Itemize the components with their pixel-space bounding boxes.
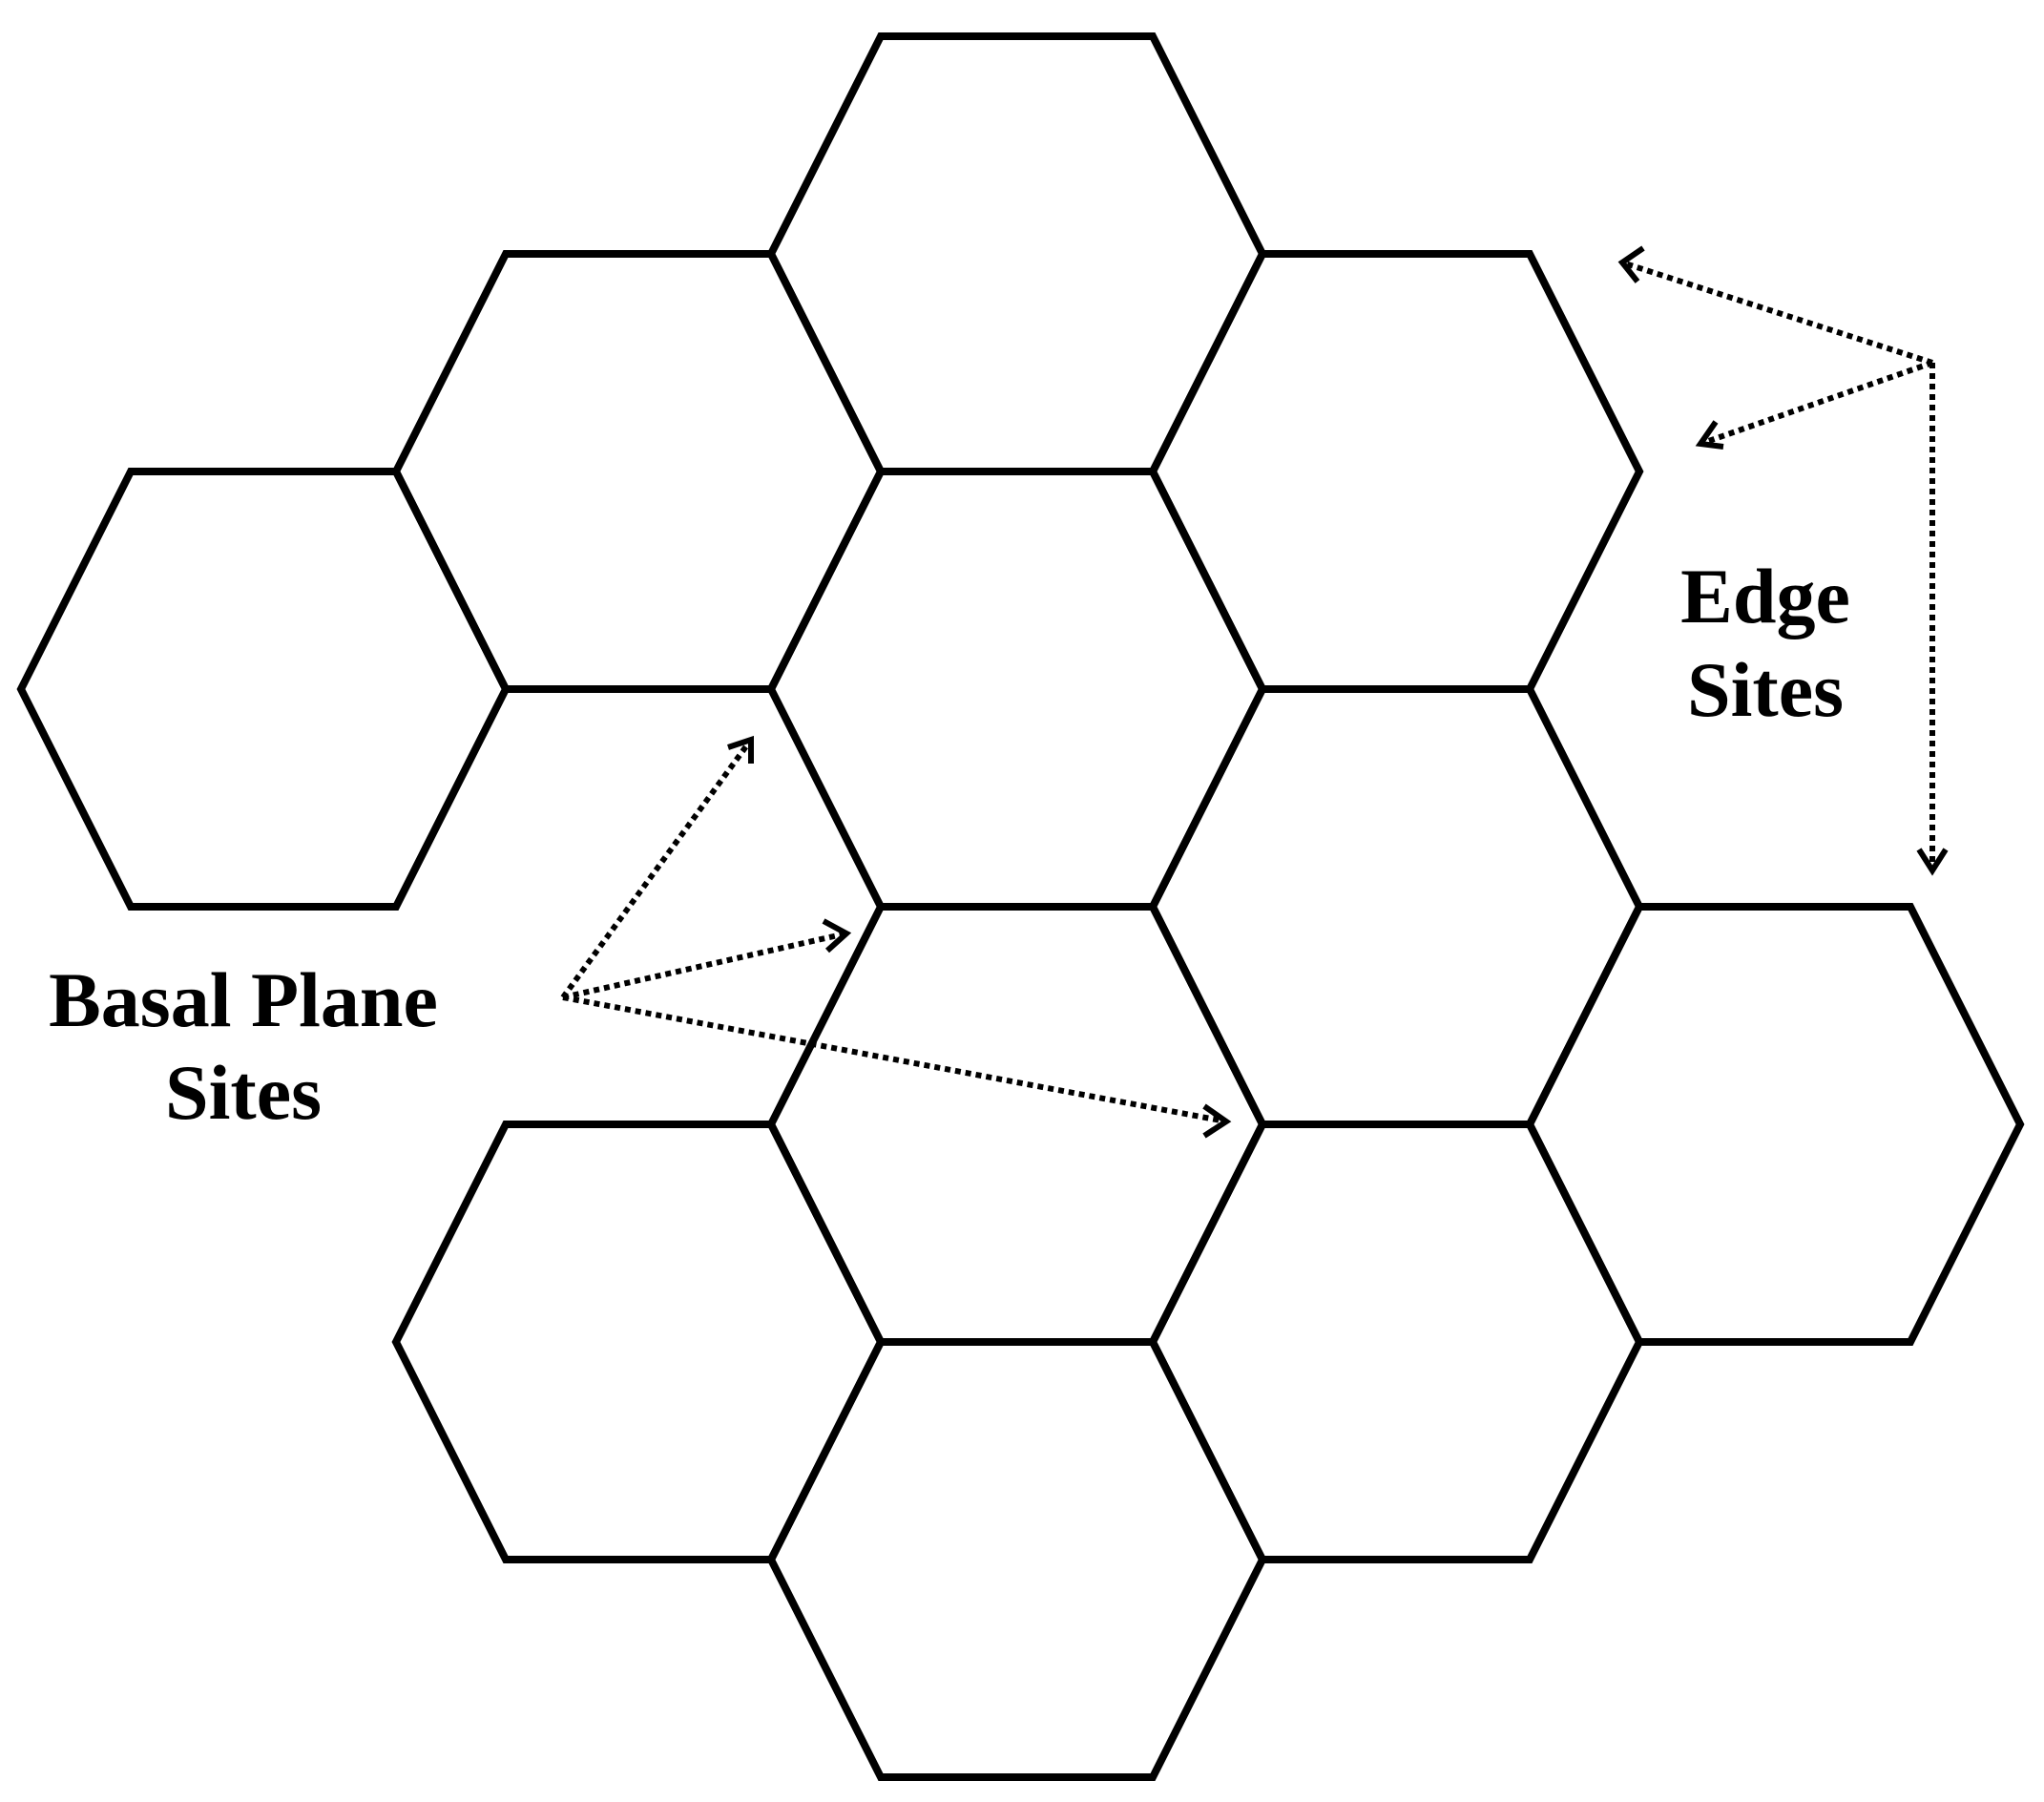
edge-sites-label-line1: Edge (1680, 553, 1850, 639)
label-backdrop (29, 928, 487, 1128)
basal-plane-label-line1: Basal Plane (49, 956, 438, 1043)
edge-arrow-line (1621, 260, 1933, 366)
edge-sites-label-line2: Sites (1687, 646, 1844, 733)
edge-arrow-head (1916, 848, 1949, 876)
basal-arrow-line (560, 738, 754, 999)
edge-sites-arrows (1617, 245, 1949, 876)
edge-arrow-head (1695, 420, 1724, 450)
basal-arrow-head (1202, 1103, 1232, 1139)
basal-arrow-head (727, 735, 754, 764)
basal-arrow-line (562, 995, 1227, 1124)
basal-sites-arrows (560, 735, 1232, 1139)
basal-arrow-head (822, 918, 852, 953)
hexagon (766, 1338, 1267, 1781)
basal-arrow-line (562, 931, 847, 1000)
edge-arrow-head (1617, 245, 1645, 283)
hexagon-lattice (16, 32, 2025, 1781)
edge-arrow-line (1700, 360, 1933, 447)
basal-plane-label-line2: Sites (165, 1049, 322, 1136)
